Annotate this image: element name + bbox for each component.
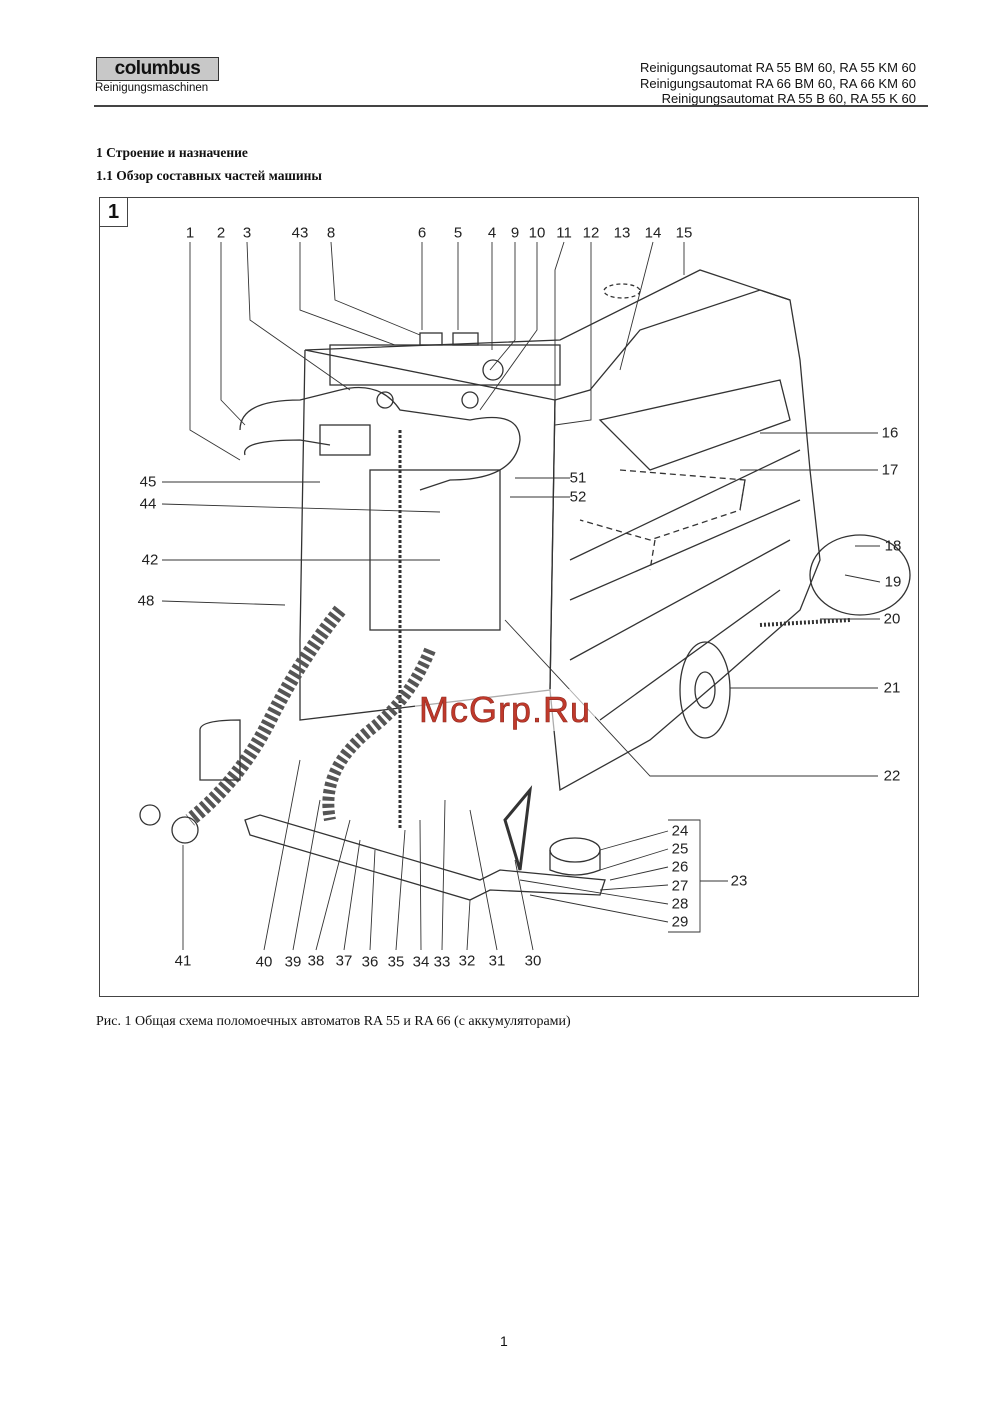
- part-label: 48: [137, 592, 155, 610]
- part-label: 51: [569, 469, 587, 487]
- part-label: 8: [326, 224, 336, 242]
- part-label: 14: [644, 224, 662, 242]
- part-label: 5: [453, 224, 463, 242]
- figure-frame: [99, 197, 919, 997]
- part-label: 35: [387, 953, 405, 971]
- part-label: 44: [139, 495, 157, 513]
- model-line: Reinigungsautomat RA 66 BM 60, RA 66 KM …: [639, 75, 916, 91]
- part-label: 40: [255, 953, 273, 971]
- part-label: 11: [556, 224, 572, 242]
- part-label: 12: [582, 224, 600, 242]
- header-divider: [94, 105, 928, 107]
- part-label: 36: [361, 953, 379, 971]
- part-label: 26: [671, 858, 689, 876]
- part-label: 30: [524, 952, 542, 970]
- part-label: 33: [433, 953, 451, 971]
- section-subtitle: 1.1 Обзор составных частей машины: [96, 168, 322, 183]
- part-label: 9: [510, 224, 520, 242]
- header-models: Reinigungsautomat RA 55 BM 60, RA 55 KM …: [640, 60, 916, 107]
- part-label: 32: [458, 952, 476, 970]
- part-label: 13: [613, 224, 631, 242]
- part-label: 41: [174, 952, 192, 970]
- part-label: 37: [335, 952, 353, 970]
- part-label: 23: [730, 872, 748, 890]
- figure-number: 1: [100, 198, 128, 227]
- part-label: 38: [307, 952, 325, 970]
- machine-diagram: [139, 241, 911, 951]
- part-label: 4: [487, 224, 497, 242]
- model-line: Reinigungsautomat RA 55 BM 60, RA 55 KM …: [639, 60, 916, 75]
- figure-caption: Рис. 1 Общая схема поломоечных автоматов…: [96, 1014, 571, 1029]
- watermark: McGrp.Ru: [414, 689, 596, 731]
- part-label: 6: [417, 224, 427, 242]
- part-label: 52: [569, 488, 587, 506]
- part-label: 16: [881, 424, 899, 442]
- part-label: 29: [671, 913, 689, 931]
- part-label: 31: [488, 952, 506, 970]
- part-label: 43: [291, 224, 309, 242]
- part-label: 25: [671, 840, 689, 858]
- part-label: 21: [883, 679, 901, 697]
- part-label: 10: [528, 224, 546, 242]
- part-label: 34: [412, 953, 430, 971]
- part-label: 24: [671, 822, 689, 840]
- part-label: 39: [284, 953, 302, 971]
- part-label: 17: [881, 461, 899, 479]
- model-line: Reinigungsautomat RA 55 B 60, RA 55 K 60: [661, 91, 916, 106]
- part-label: 45: [139, 473, 157, 491]
- part-label: 42: [141, 551, 159, 569]
- columbus-logo: columbus: [96, 57, 219, 81]
- part-label: 20: [883, 610, 901, 628]
- part-label: 15: [675, 224, 693, 242]
- logo-subtitle: Reinigungsmaschinen: [95, 82, 209, 94]
- page-number: 1: [500, 1333, 508, 1349]
- part-label: 3: [242, 224, 252, 242]
- part-label: 2: [216, 224, 226, 242]
- part-label: 1: [185, 224, 195, 242]
- part-label: 19: [884, 573, 902, 591]
- section-title: 1 Строение и назначение: [96, 145, 248, 160]
- part-label: 22: [883, 767, 901, 785]
- part-label: 27: [671, 877, 689, 895]
- part-label: 18: [884, 537, 902, 555]
- part-label: 28: [671, 895, 689, 913]
